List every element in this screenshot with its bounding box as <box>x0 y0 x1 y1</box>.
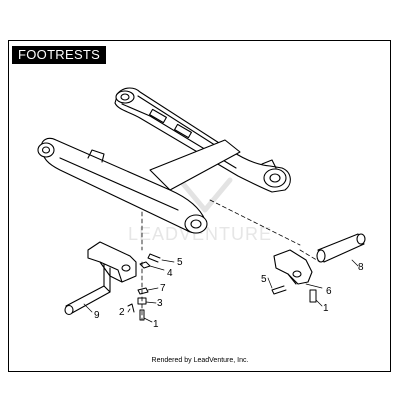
leader-line <box>351 259 359 267</box>
assembly-lines <box>141 199 321 321</box>
callout-5-left: 5 <box>177 257 183 268</box>
leader-line <box>143 317 153 323</box>
left-bracket-body <box>87 241 137 283</box>
bushing-3-left <box>137 297 147 305</box>
callouts: 5 4 7 3 2 1 9 5 6 1 8 <box>94 257 364 330</box>
leader-line <box>315 299 323 307</box>
axle-end-right-bracket <box>261 159 277 169</box>
right-footpeg-end <box>356 233 366 245</box>
leader-line <box>127 308 131 313</box>
watermark-logo <box>177 177 233 213</box>
swingarm-upper-arm <box>114 87 291 193</box>
bolt-1-left <box>139 309 145 321</box>
pin-2-left <box>127 303 135 313</box>
leader-line <box>305 283 323 289</box>
leader-line <box>147 287 159 291</box>
left-footpeg-end <box>64 304 74 316</box>
right-bracket-body <box>273 249 313 285</box>
assembly-line <box>209 199 301 246</box>
nut-4-left <box>139 261 151 269</box>
right-hardware <box>271 285 317 303</box>
footer-credit: Rendered by LeadVenture, Inc. <box>151 357 249 364</box>
axle-end-left-bore <box>190 219 202 229</box>
right-footpeg-base <box>316 249 326 263</box>
callout-5-right: 5 <box>261 274 267 285</box>
callout-3: 3 <box>157 298 163 309</box>
swingarm-pivot-bore <box>120 93 130 101</box>
callout-9: 9 <box>94 310 100 321</box>
left-bracket-hole <box>121 264 131 272</box>
leader-line <box>145 301 157 304</box>
callout-8: 8 <box>358 262 364 273</box>
callout-2: 2 <box>119 307 125 318</box>
callout-1-right: 1 <box>323 303 329 314</box>
left-footpeg <box>64 285 111 316</box>
callout-7: 7 <box>160 283 166 294</box>
watermark-text: LEADVENTURE <box>128 224 272 244</box>
axle-end-right <box>263 168 287 188</box>
swingarm-pivot <box>115 90 135 104</box>
callout-4: 4 <box>167 268 173 279</box>
washer-7-left <box>137 287 149 295</box>
leader-line <box>267 277 273 289</box>
swingarm-cross-member <box>149 139 241 191</box>
assembly-line <box>299 249 321 263</box>
leader-line <box>161 259 175 263</box>
swingarm-slot <box>174 123 192 139</box>
right-bracket-hole <box>292 270 302 278</box>
watermark: LEADVENTURE <box>128 177 272 244</box>
bolt-1-right <box>309 289 317 303</box>
leader-line <box>149 265 165 271</box>
left-bracket-edge <box>99 261 123 283</box>
bolt-5-right <box>271 285 287 295</box>
bolt-5-left <box>147 253 161 263</box>
left-footrest-bracket <box>87 241 137 293</box>
leader-line <box>83 303 93 313</box>
diagram-frame <box>8 40 391 372</box>
leader-lines <box>83 259 359 323</box>
callout-1-left: 1 <box>153 319 159 330</box>
swingarm-front-pivot <box>37 142 55 158</box>
right-footpeg <box>316 233 366 263</box>
swingarm <box>37 87 291 234</box>
swingarm-tab <box>87 149 105 163</box>
axle-end-left <box>184 214 208 234</box>
callout-6: 6 <box>326 286 332 297</box>
diagram-title: FOOTRESTS <box>12 46 107 64</box>
axle-end-right-bore <box>269 173 281 183</box>
swingarm-lower-arm-edge <box>59 157 179 211</box>
right-footrest-bracket <box>273 249 313 285</box>
swingarm-slot <box>149 108 167 124</box>
right-bracket-edge <box>287 273 297 285</box>
swingarm-front-pivot-bore <box>41 146 51 154</box>
